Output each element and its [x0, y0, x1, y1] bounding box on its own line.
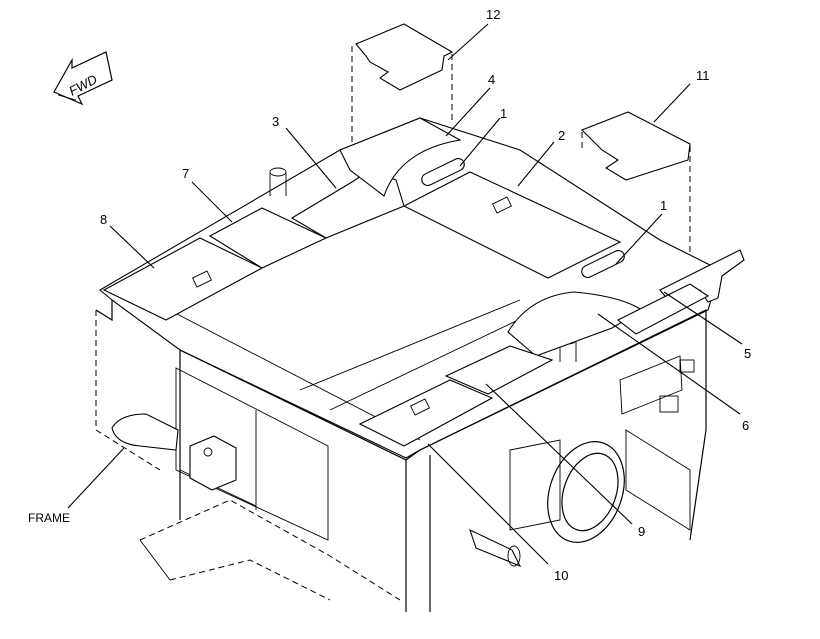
plate-2 [402, 171, 622, 279]
callout-11: 11 [696, 68, 710, 83]
cover-1b [581, 249, 625, 279]
leader-1a [459, 117, 501, 167]
leader-11 [653, 83, 691, 123]
plate-12 [351, 23, 454, 150]
fwd-arrow: FWD [53, 51, 113, 106]
callout-12: 12 [486, 7, 500, 22]
plate-7 [208, 207, 328, 269]
leader-12 [447, 23, 489, 61]
leader-2 [517, 141, 555, 187]
leader-4 [445, 87, 491, 137]
plate-4 [339, 117, 462, 197]
fwd-label: FWD [66, 72, 99, 99]
callout-1b: 1 [660, 198, 667, 213]
callout-2: 2 [558, 128, 565, 143]
leader-10 [427, 443, 549, 565]
leader-lines [67, 23, 743, 565]
plate-11 [581, 111, 691, 268]
callout-4: 4 [488, 72, 495, 87]
plate-10 [358, 379, 494, 447]
leader-1b [615, 213, 663, 265]
plate-8 [102, 237, 264, 321]
callout-8: 8 [100, 212, 107, 227]
plate-5 [616, 283, 710, 335]
frame-label: FRAME [28, 511, 70, 525]
callout-3: 3 [272, 114, 279, 129]
callout-10: 10 [554, 568, 568, 583]
leader-7 [191, 181, 233, 223]
cab-base-body [95, 117, 745, 612]
callout-5: 5 [744, 346, 751, 361]
callout-labels: 12 4 1 3 2 11 7 8 1 5 6 9 10 FRAME [28, 7, 751, 583]
callout-9: 9 [638, 524, 645, 539]
callout-6: 6 [742, 418, 749, 433]
leader-8 [109, 225, 155, 269]
plate-9 [444, 345, 554, 395]
leader-3 [285, 127, 337, 189]
leader-frame [67, 447, 125, 509]
callout-1a: 1 [500, 106, 507, 121]
leader-5 [663, 291, 743, 345]
leader-9 [485, 383, 633, 525]
callout-7: 7 [182, 166, 189, 181]
leader-6 [597, 313, 741, 415]
